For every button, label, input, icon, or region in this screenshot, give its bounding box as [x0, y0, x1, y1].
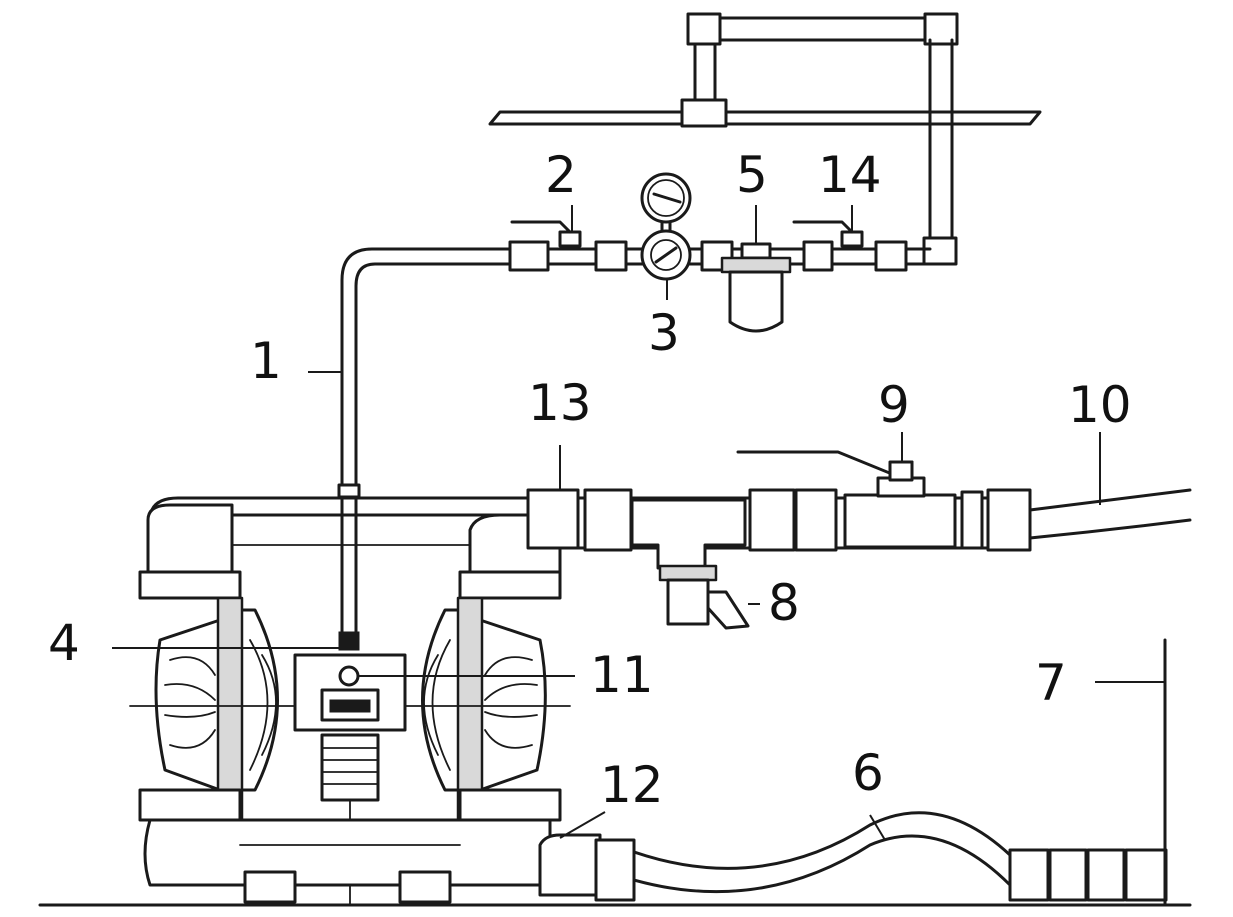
suction-line [538, 638, 1168, 907]
drain-valve-body [666, 578, 710, 626]
discharge-union-5 [986, 488, 1032, 552]
leader-lines [112, 205, 1165, 841]
label-11: 11 [590, 646, 654, 704]
suction-strainer-1 [1008, 848, 1050, 902]
label-3: 3 [648, 304, 680, 362]
pump-foot-left [243, 870, 297, 904]
frame-tee [680, 98, 728, 128]
air-manifold [503, 172, 932, 333]
manifold-fitting-2 [594, 240, 628, 272]
discharge-tee [630, 498, 747, 570]
label-8: 8 [768, 574, 800, 632]
air-valve-body [558, 230, 582, 248]
pressure-gauge-needle [652, 192, 682, 204]
pump-top-elbow-left [146, 503, 234, 577]
manifold-fitting-5 [874, 240, 908, 272]
discharge-union-3 [794, 488, 838, 552]
manifold-fitting-3 [700, 240, 734, 272]
air-hose-coupling [338, 631, 360, 651]
suction-strainer-3 [1086, 848, 1126, 902]
label-7: 7 [1035, 654, 1067, 712]
discharge-elbow [526, 488, 580, 550]
label-10: 10 [1068, 376, 1132, 434]
left-chamber-outer [154, 618, 222, 792]
ball-valve-handle [736, 450, 914, 476]
left-chamber-ribs [164, 656, 216, 749]
right-chamber-clamp [456, 596, 484, 825]
manifold-fitting-1 [508, 240, 550, 272]
part-labels: 1 2 3 4 5 6 7 8 9 10 11 12 13 14 [48, 146, 1132, 814]
leader-6 [869, 814, 886, 841]
suction-hose [632, 811, 1012, 894]
discharge-union-2 [748, 488, 796, 552]
frame-elbow [922, 236, 958, 266]
left-chamber-ribs-inner [249, 639, 277, 771]
filter-bowl [728, 270, 784, 333]
drain-nut [658, 564, 718, 582]
air-hose [340, 247, 507, 647]
label-4: 4 [48, 614, 80, 672]
label-2: 2 [545, 146, 577, 204]
air-hose-fitting [337, 483, 361, 499]
support-plate [488, 110, 1042, 126]
leader-12 [559, 811, 606, 839]
pressure-gauge-inner [647, 179, 685, 217]
air-supply-frame [488, 12, 1042, 266]
discharge-union-1 [583, 488, 633, 552]
label-13: 13 [528, 374, 592, 432]
ball-valve-body [843, 493, 957, 549]
suction-inlet-fitting [538, 833, 602, 897]
regulator-dial-inner [650, 239, 682, 271]
suction-strainer-4 [1124, 848, 1168, 902]
label-1: 1 [250, 332, 282, 390]
muffler [320, 733, 380, 802]
right-chamber-outer [478, 618, 547, 792]
filter-head [740, 242, 772, 260]
air-valve-2-body [840, 230, 864, 248]
label-12: 12 [600, 756, 664, 814]
pump-body [129, 496, 571, 906]
frame-corner-tl [686, 12, 722, 46]
pump-flange-bl [138, 788, 242, 822]
label-6: 6 [852, 744, 884, 802]
suction-strainer-2 [1048, 848, 1088, 902]
ball-valve-nut [888, 460, 914, 482]
discharge-line [526, 450, 1192, 630]
air-valve-2-handle [792, 220, 854, 234]
pump-flange-br [458, 788, 562, 822]
pump-foot-right [398, 870, 452, 904]
air-valve-block-detail [329, 699, 371, 713]
drain-valve-spout [706, 590, 750, 630]
right-chamber-ribs-inner [423, 639, 451, 771]
discharge-union-4 [960, 490, 984, 550]
suction-union [594, 838, 636, 902]
pump-flange-tl [138, 570, 242, 600]
manifold-fitting-4 [802, 240, 834, 272]
right-chamber-inner [421, 608, 462, 792]
filter-collar [720, 256, 792, 274]
muffler-ribs [321, 747, 379, 785]
label-9: 9 [878, 376, 910, 434]
pump-bottom-manifold [143, 818, 552, 887]
frame-top-bar [693, 16, 954, 42]
label-5: 5 [736, 146, 768, 204]
right-chamber-ribs [484, 656, 538, 749]
frame-right-post [928, 38, 954, 264]
left-chamber-inner [238, 608, 279, 792]
pump-flange-tr [458, 570, 562, 600]
discharge-hose [1028, 488, 1192, 540]
label-14: 14 [818, 146, 882, 204]
air-inlet-port [338, 665, 360, 687]
air-valve-handle [510, 220, 572, 234]
regulator-needle [654, 246, 678, 264]
